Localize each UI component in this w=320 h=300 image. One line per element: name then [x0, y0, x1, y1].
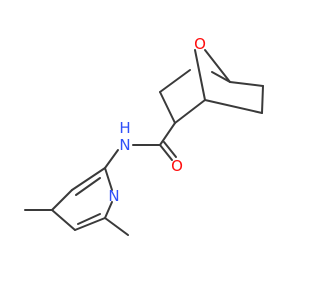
- bond-nh-pyridine: [104, 149, 119, 169]
- bond-py-n1-c6: [104, 201, 113, 219]
- bond-ch2-bridgehead-bottom: [204, 99, 263, 114]
- atom-oxygen-carbonyl: O: [171, 157, 183, 175]
- bond-bridgehead-ch2-top: [229, 81, 264, 87]
- molecule-diagram: O N H O N: [24, 35, 264, 236]
- bond-py-double-1: [77, 213, 101, 225]
- bond-py-c5-c4: [51, 209, 76, 231]
- bond-ch2-left-bridge: [159, 69, 191, 93]
- bond-bridgehead-ch-top: [211, 71, 231, 83]
- bond-o-bridgehead-top: [204, 49, 231, 83]
- bond-py-c2-n1: [104, 167, 113, 191]
- bonds: [24, 49, 264, 236]
- bond-ring-carbonyl: [159, 122, 176, 146]
- bond-bridgehead-ch-left: [174, 99, 206, 124]
- bond-py-double-2: [75, 177, 101, 196]
- bond-carbonyl-o-b: [163, 141, 177, 158]
- atom-labels: O N H O N: [108, 35, 206, 205]
- molecule-structure: O N H O N: [24, 35, 264, 236]
- atom-nitrogen-amide: N: [119, 136, 130, 154]
- atom-oxygen-bridge: O: [194, 35, 206, 53]
- bond-methyl-c6: [104, 217, 129, 236]
- atom-nitrogen-pyridine: N: [108, 187, 119, 205]
- bond-py-c6-c5: [74, 217, 106, 231]
- bond-py-c4-c3: [51, 189, 73, 211]
- bond-ch2-left-top: [159, 91, 176, 124]
- bond-ch2-ch2-right: [261, 85, 264, 114]
- bond-o-bridgehead-left: [194, 49, 206, 101]
- atom-hydrogen-amide: H: [119, 119, 130, 137]
- bond-py-c3-c2: [71, 167, 106, 191]
- bond-carbonyl-o-a: [159, 144, 173, 161]
